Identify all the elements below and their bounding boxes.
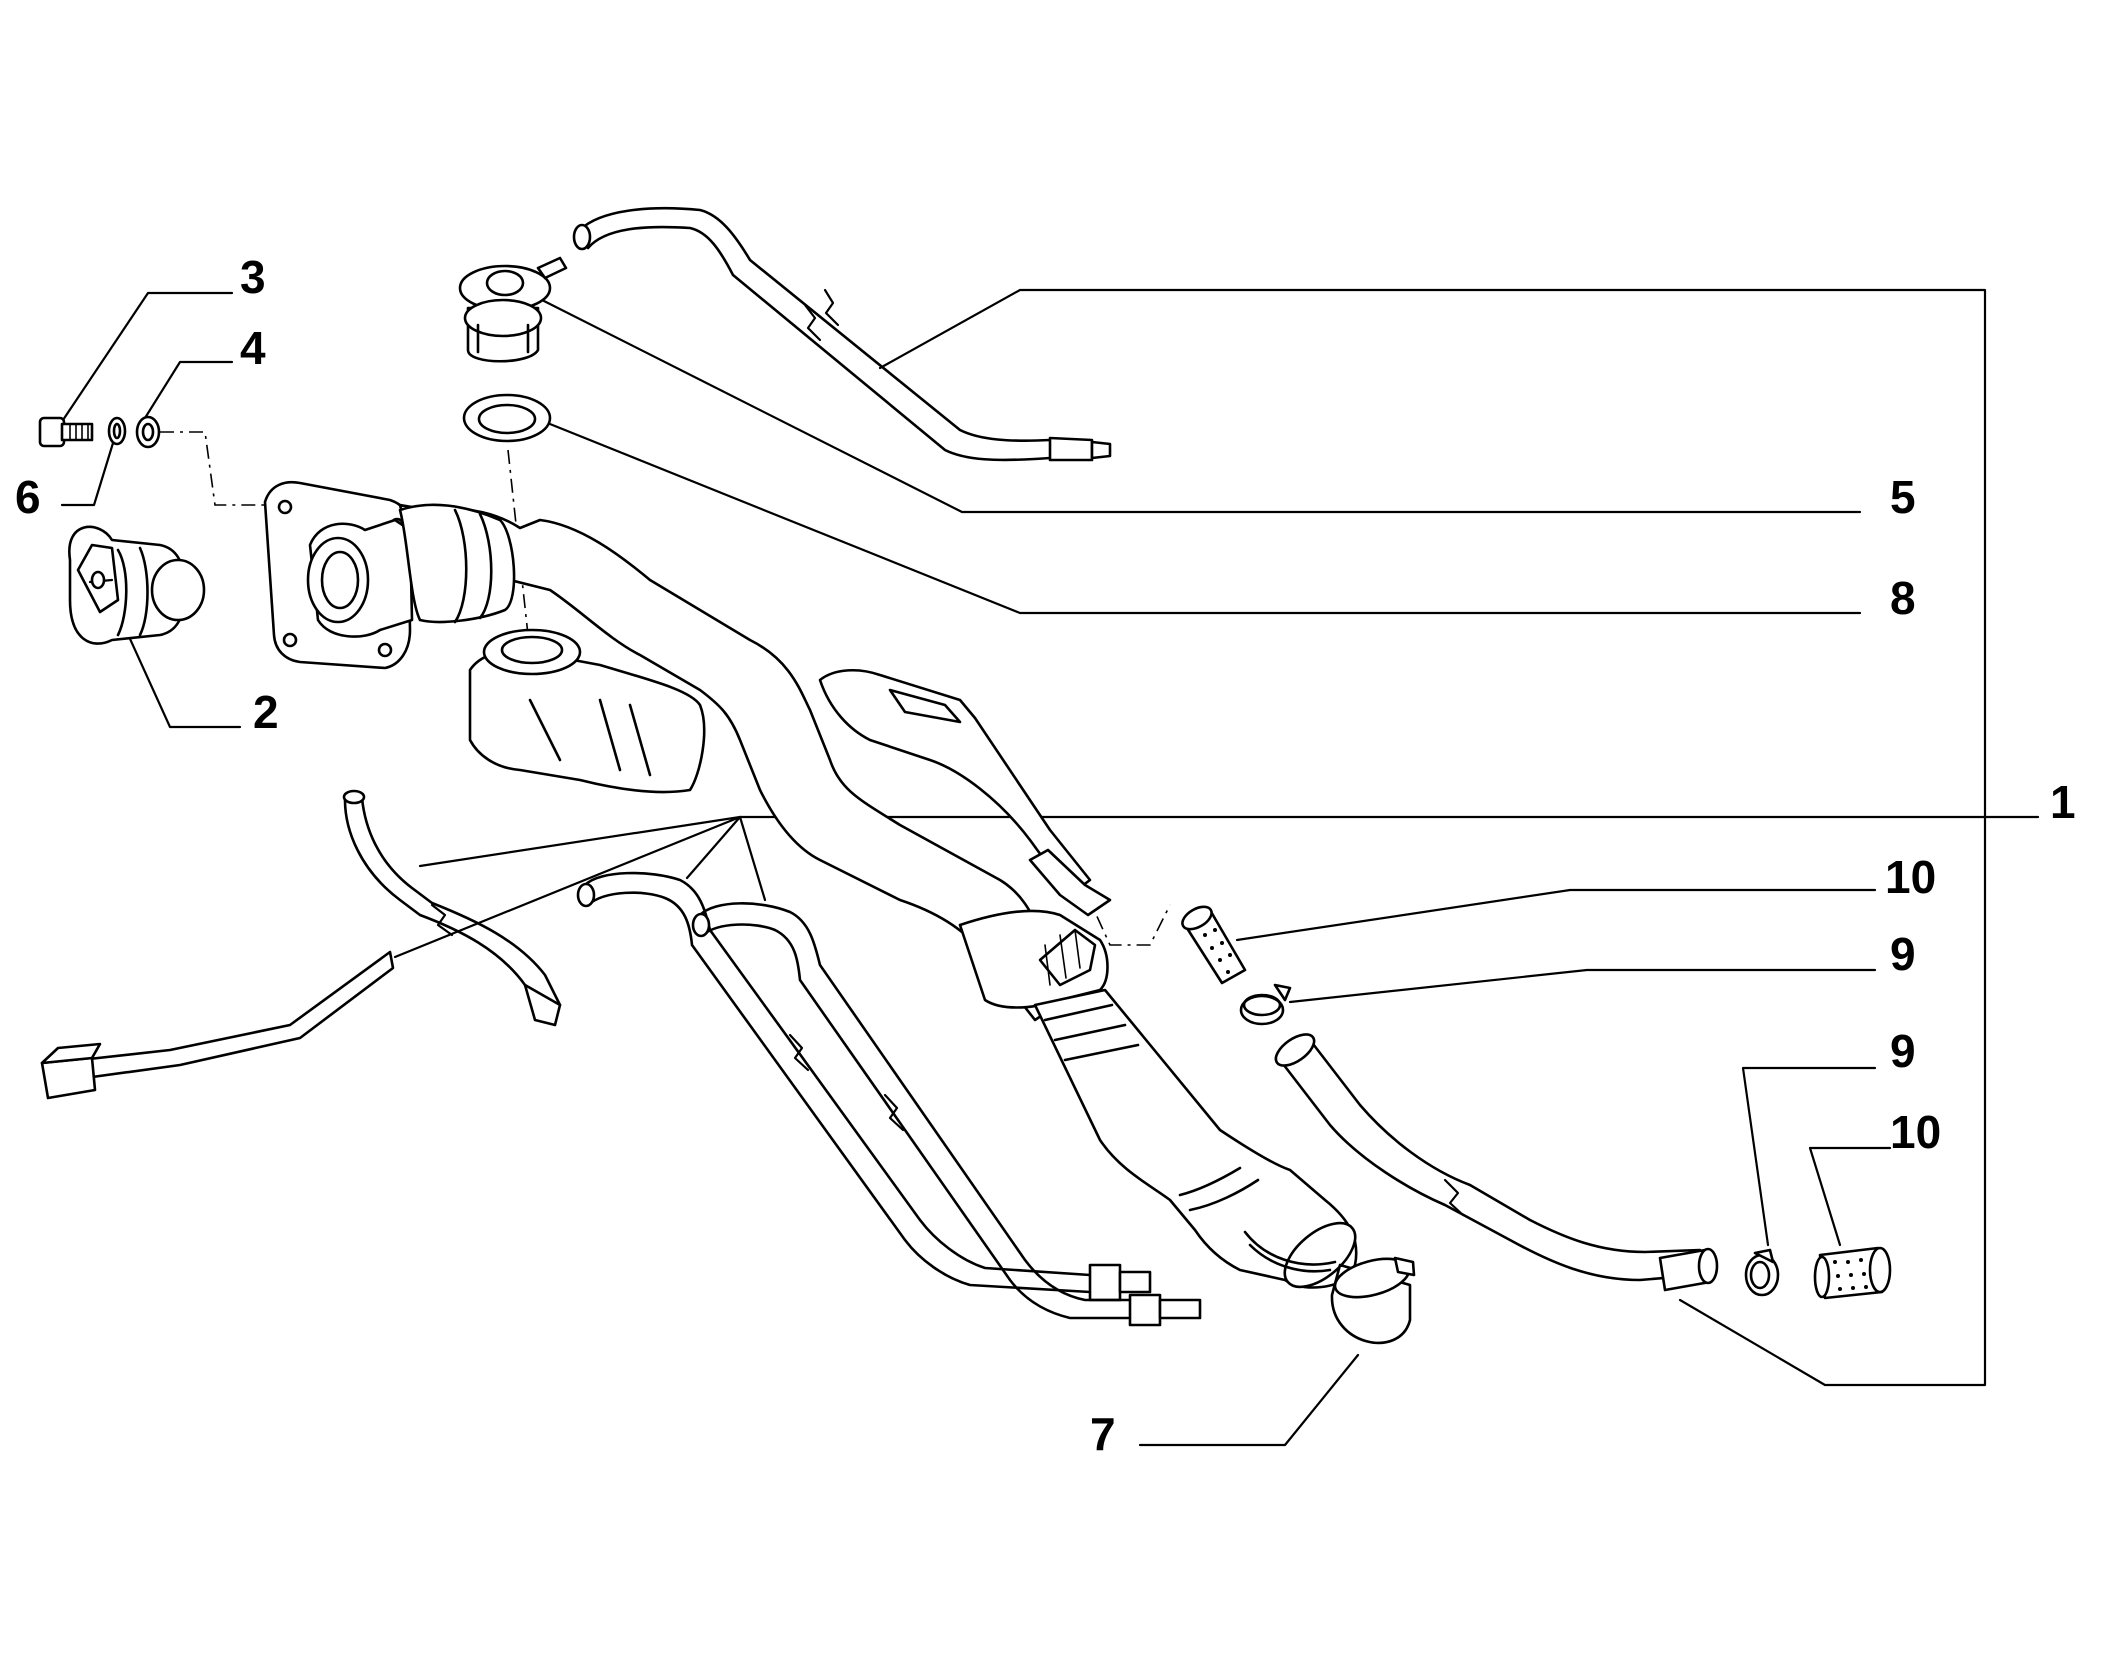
bolt-part-3: [38, 416, 94, 448]
filler-hose-right: [1274, 1033, 1719, 1292]
leader-6: [60, 428, 119, 507]
leader-10b: [1808, 1146, 1892, 1247]
leader-9a: [1288, 968, 1877, 1004]
leader-5: [540, 298, 1862, 514]
centerline-hose: [1084, 889, 1171, 946]
leader-1-d: [738, 815, 767, 902]
callout-1: 1: [2050, 776, 2076, 828]
callout-4: 4: [240, 322, 266, 374]
washer-part-4: [135, 415, 161, 449]
leader-10a: [1235, 888, 1877, 942]
return-pipes: [576, 871, 1202, 1327]
leader-bracket: [878, 288, 1987, 1387]
callout-3: 3: [240, 251, 266, 303]
clamp-band-part-7: [1330, 1256, 1416, 1345]
callout-labels: 3 4 6 2 5 8 1 10 9 9 10 7: [15, 251, 2076, 1460]
callout-2: 2: [253, 686, 279, 738]
callout-10b: 10: [1890, 1106, 1941, 1158]
callout-5: 5: [1890, 471, 1916, 523]
seal-ring-part-8: [462, 393, 552, 443]
leader-4: [143, 360, 234, 420]
callout-10a: 10: [1885, 851, 1936, 903]
hose-clamp-part-9a: [1239, 983, 1292, 1026]
leader-8: [538, 418, 1862, 615]
breather-hose-left: [342, 789, 562, 1027]
leader-1-b: [393, 815, 742, 959]
electrical-lead: [40, 950, 395, 1100]
callout-7: 7: [1090, 1408, 1116, 1460]
callout-9b: 9: [1890, 1025, 1916, 1077]
spring-washer-part-6: [107, 416, 127, 446]
upper-vent-pipe: [572, 206, 1112, 462]
callout-9a: 9: [1890, 928, 1916, 980]
leader-7: [1138, 1353, 1360, 1447]
leader-3: [61, 291, 234, 422]
fuel-cap-part-2: [68, 525, 206, 645]
leader-9b: [1741, 1066, 1877, 1247]
filter-sleeve-part-10a: [1181, 905, 1247, 985]
centerline-bolt: [160, 431, 295, 506]
filter-sleeve-part-10b: [1813, 1246, 1892, 1300]
leader-1-c: [685, 815, 742, 880]
callout-8: 8: [1890, 572, 1916, 624]
vent-valve-part-5: [458, 256, 568, 363]
leader-1-a: [418, 815, 742, 868]
callout-6: 6: [15, 471, 41, 523]
leader-2: [124, 628, 242, 729]
hose-clamp-part-9b: [1744, 1248, 1780, 1297]
leader-lines: [60, 288, 2040, 1447]
filler-pipe-assembly: [263, 480, 1358, 1289]
